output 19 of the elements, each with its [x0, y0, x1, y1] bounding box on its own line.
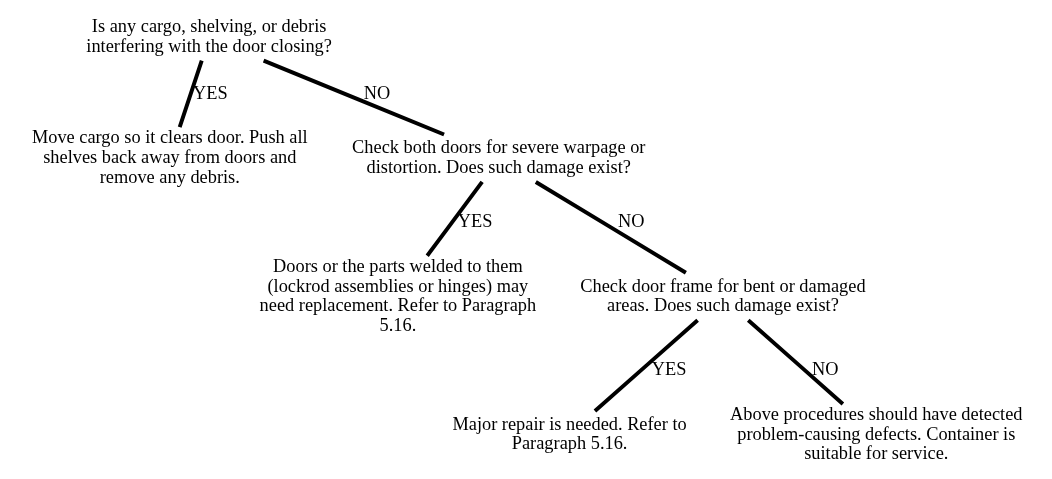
edge-label: NO	[363, 82, 391, 103]
connector	[534, 180, 687, 275]
connector	[262, 58, 445, 137]
edge-label: NO	[617, 211, 645, 232]
node-text: Check door frame for bent or damaged areas. Does such damage exist?	[580, 275, 866, 316]
edge-label: YES	[457, 211, 493, 232]
edge-label: NO	[811, 359, 839, 380]
connector	[746, 318, 845, 406]
connector	[593, 318, 699, 413]
node-text: Doors or the parts welded to them (lockrod assemblies or hinges) may need replacement. Refer to Paragraph 5.16.	[259, 255, 537, 335]
edge-label: YES	[193, 82, 228, 103]
node-text: Move cargo so it clears door. Push all shelves back away from doors and remove any debris.	[31, 127, 308, 187]
connector	[425, 180, 484, 257]
node-text: Major repair is needed. Refer to Paragraph 5.16.	[452, 413, 687, 454]
node-text: Check both doors for severe warpage or distortion. Does such damage exist?	[352, 137, 646, 177]
edge-label: YES	[651, 359, 687, 380]
node-text: Above procedures should have detected problem-causing defects. Container is suitable for service.	[730, 403, 1023, 464]
connector	[177, 60, 204, 128]
node-text: Is any cargo, shelving, or debris interfering with the door closing?	[86, 16, 332, 56]
